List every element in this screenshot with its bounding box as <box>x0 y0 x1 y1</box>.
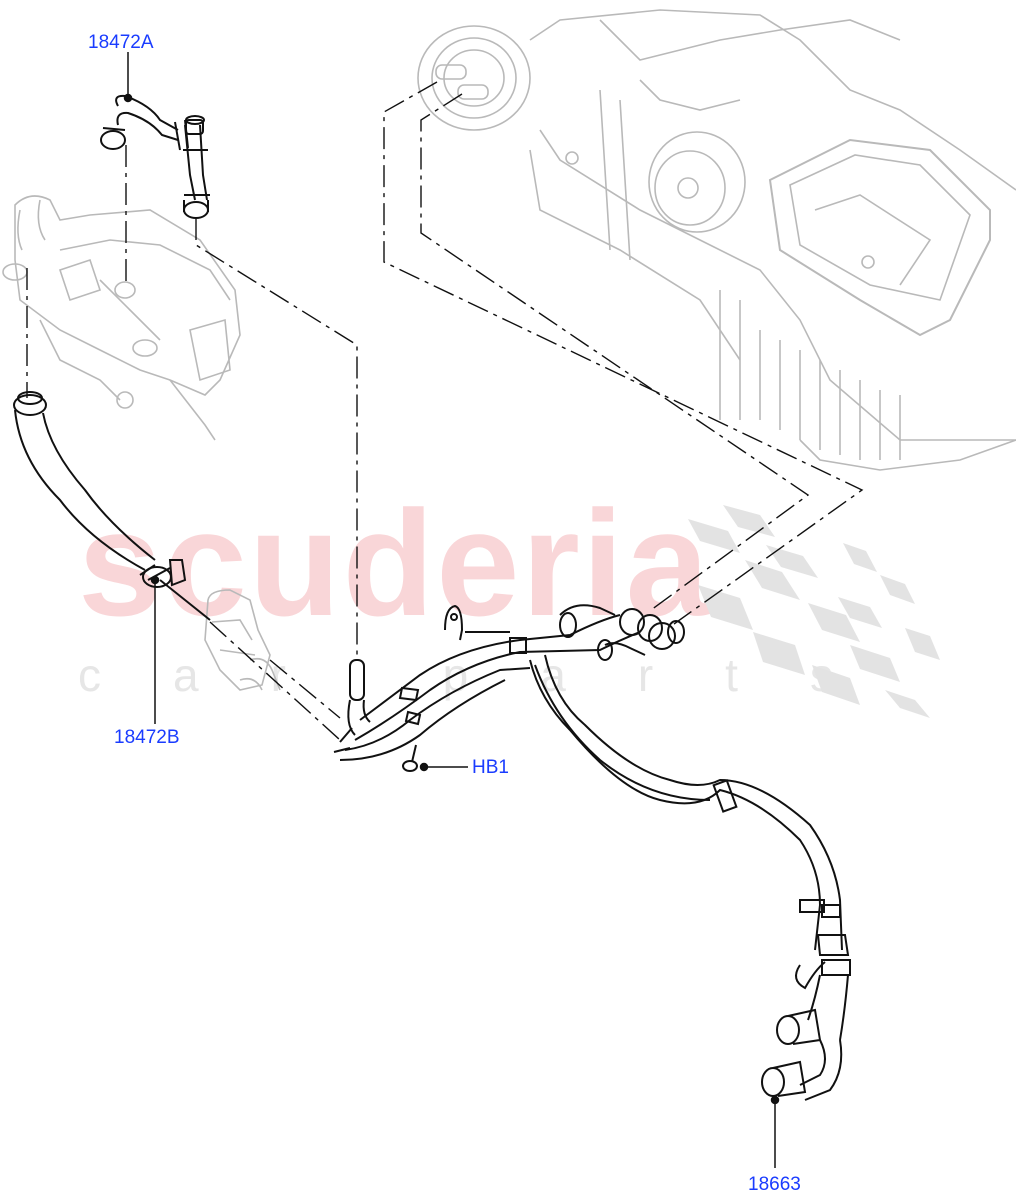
checkered-flag-logo <box>688 505 940 718</box>
callout-18663[interactable]: 18663 <box>748 1174 801 1195</box>
bolt-hb1[interactable] <box>402 744 418 772</box>
hose-upper-18472a[interactable] <box>100 94 210 219</box>
leader-lines <box>123 52 780 1168</box>
heater-hose-assembly-18663[interactable] <box>333 604 851 1101</box>
callout-18472b[interactable]: 18472B <box>114 727 180 748</box>
coolant-valve <box>204 589 281 691</box>
hose-lower-18472b[interactable] <box>13 391 211 621</box>
callout-18472a[interactable]: 18472A <box>88 32 154 53</box>
auxiliary-heater <box>2 195 241 441</box>
hvac-unit <box>417 9 1016 471</box>
callout-hb1[interactable]: HB1 <box>472 757 509 778</box>
assembly-guide-lines <box>26 81 864 741</box>
